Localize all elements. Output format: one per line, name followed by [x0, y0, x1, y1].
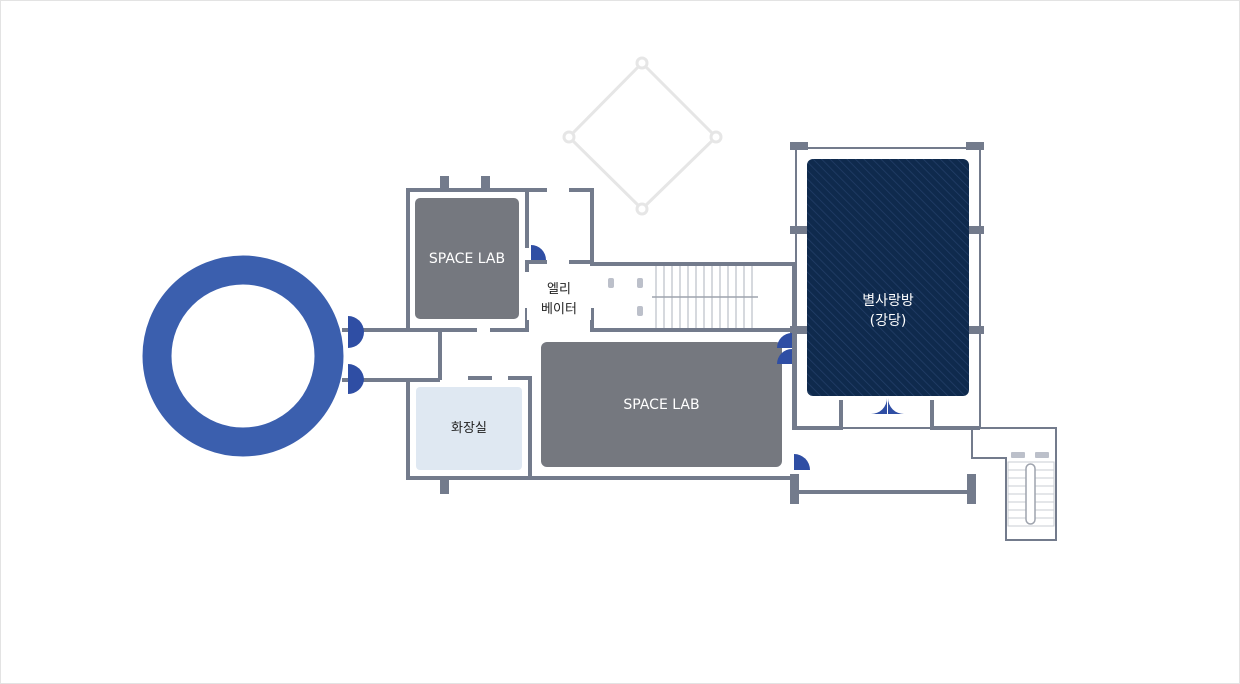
door-ring-upper-b [348, 332, 364, 348]
elevator-text-line2: 베이터 [541, 302, 577, 317]
elevator-label: 엘리 베이터 [527, 280, 591, 320]
elevator-text-line1: 엘리 [547, 282, 571, 297]
door-ring-upper [348, 316, 364, 332]
auditorium-frame [790, 142, 984, 429]
space-lab-lower-room[interactable] [541, 342, 782, 467]
space-lab-upper-label: SPACE LAB [415, 198, 519, 319]
space-lab-lower-text: SPACE LAB [623, 396, 700, 413]
walls [406, 188, 980, 494]
door-corridor-lower [777, 349, 792, 364]
wall-posts [440, 176, 976, 504]
diamond-marker [562, 56, 723, 216]
door-auditorium-right [888, 398, 904, 414]
door-elevator [531, 245, 546, 260]
ring-structure[interactable] [142, 255, 344, 457]
auditorium-label-text: 별사랑방 (강당) [807, 276, 969, 346]
space-lab-upper-room[interactable] [415, 198, 519, 319]
space-lab-upper-text: SPACE LAB [428, 250, 506, 267]
door-ring-lower-b [348, 380, 364, 395]
restroom-label: 화장실 [416, 387, 522, 470]
staircase-center[interactable] [652, 266, 758, 328]
door-ring-lower [348, 364, 364, 380]
door-auditorium-left [871, 398, 887, 414]
space-lab-lower-label: SPACE LAB [541, 342, 782, 467]
restroom-room[interactable] [416, 387, 522, 470]
elevator-markers [608, 278, 643, 316]
door-lower-right [794, 454, 810, 470]
auditorium-text-line1: 별사랑방 [862, 293, 914, 309]
staircase-right[interactable] [971, 427, 1057, 541]
doors [348, 245, 904, 470]
door-corridor-upper [777, 333, 792, 348]
auditorium-room[interactable] [807, 159, 969, 396]
restroom-text: 화장실 [451, 420, 487, 436]
auditorium-text-line2: (강당) [869, 313, 907, 329]
